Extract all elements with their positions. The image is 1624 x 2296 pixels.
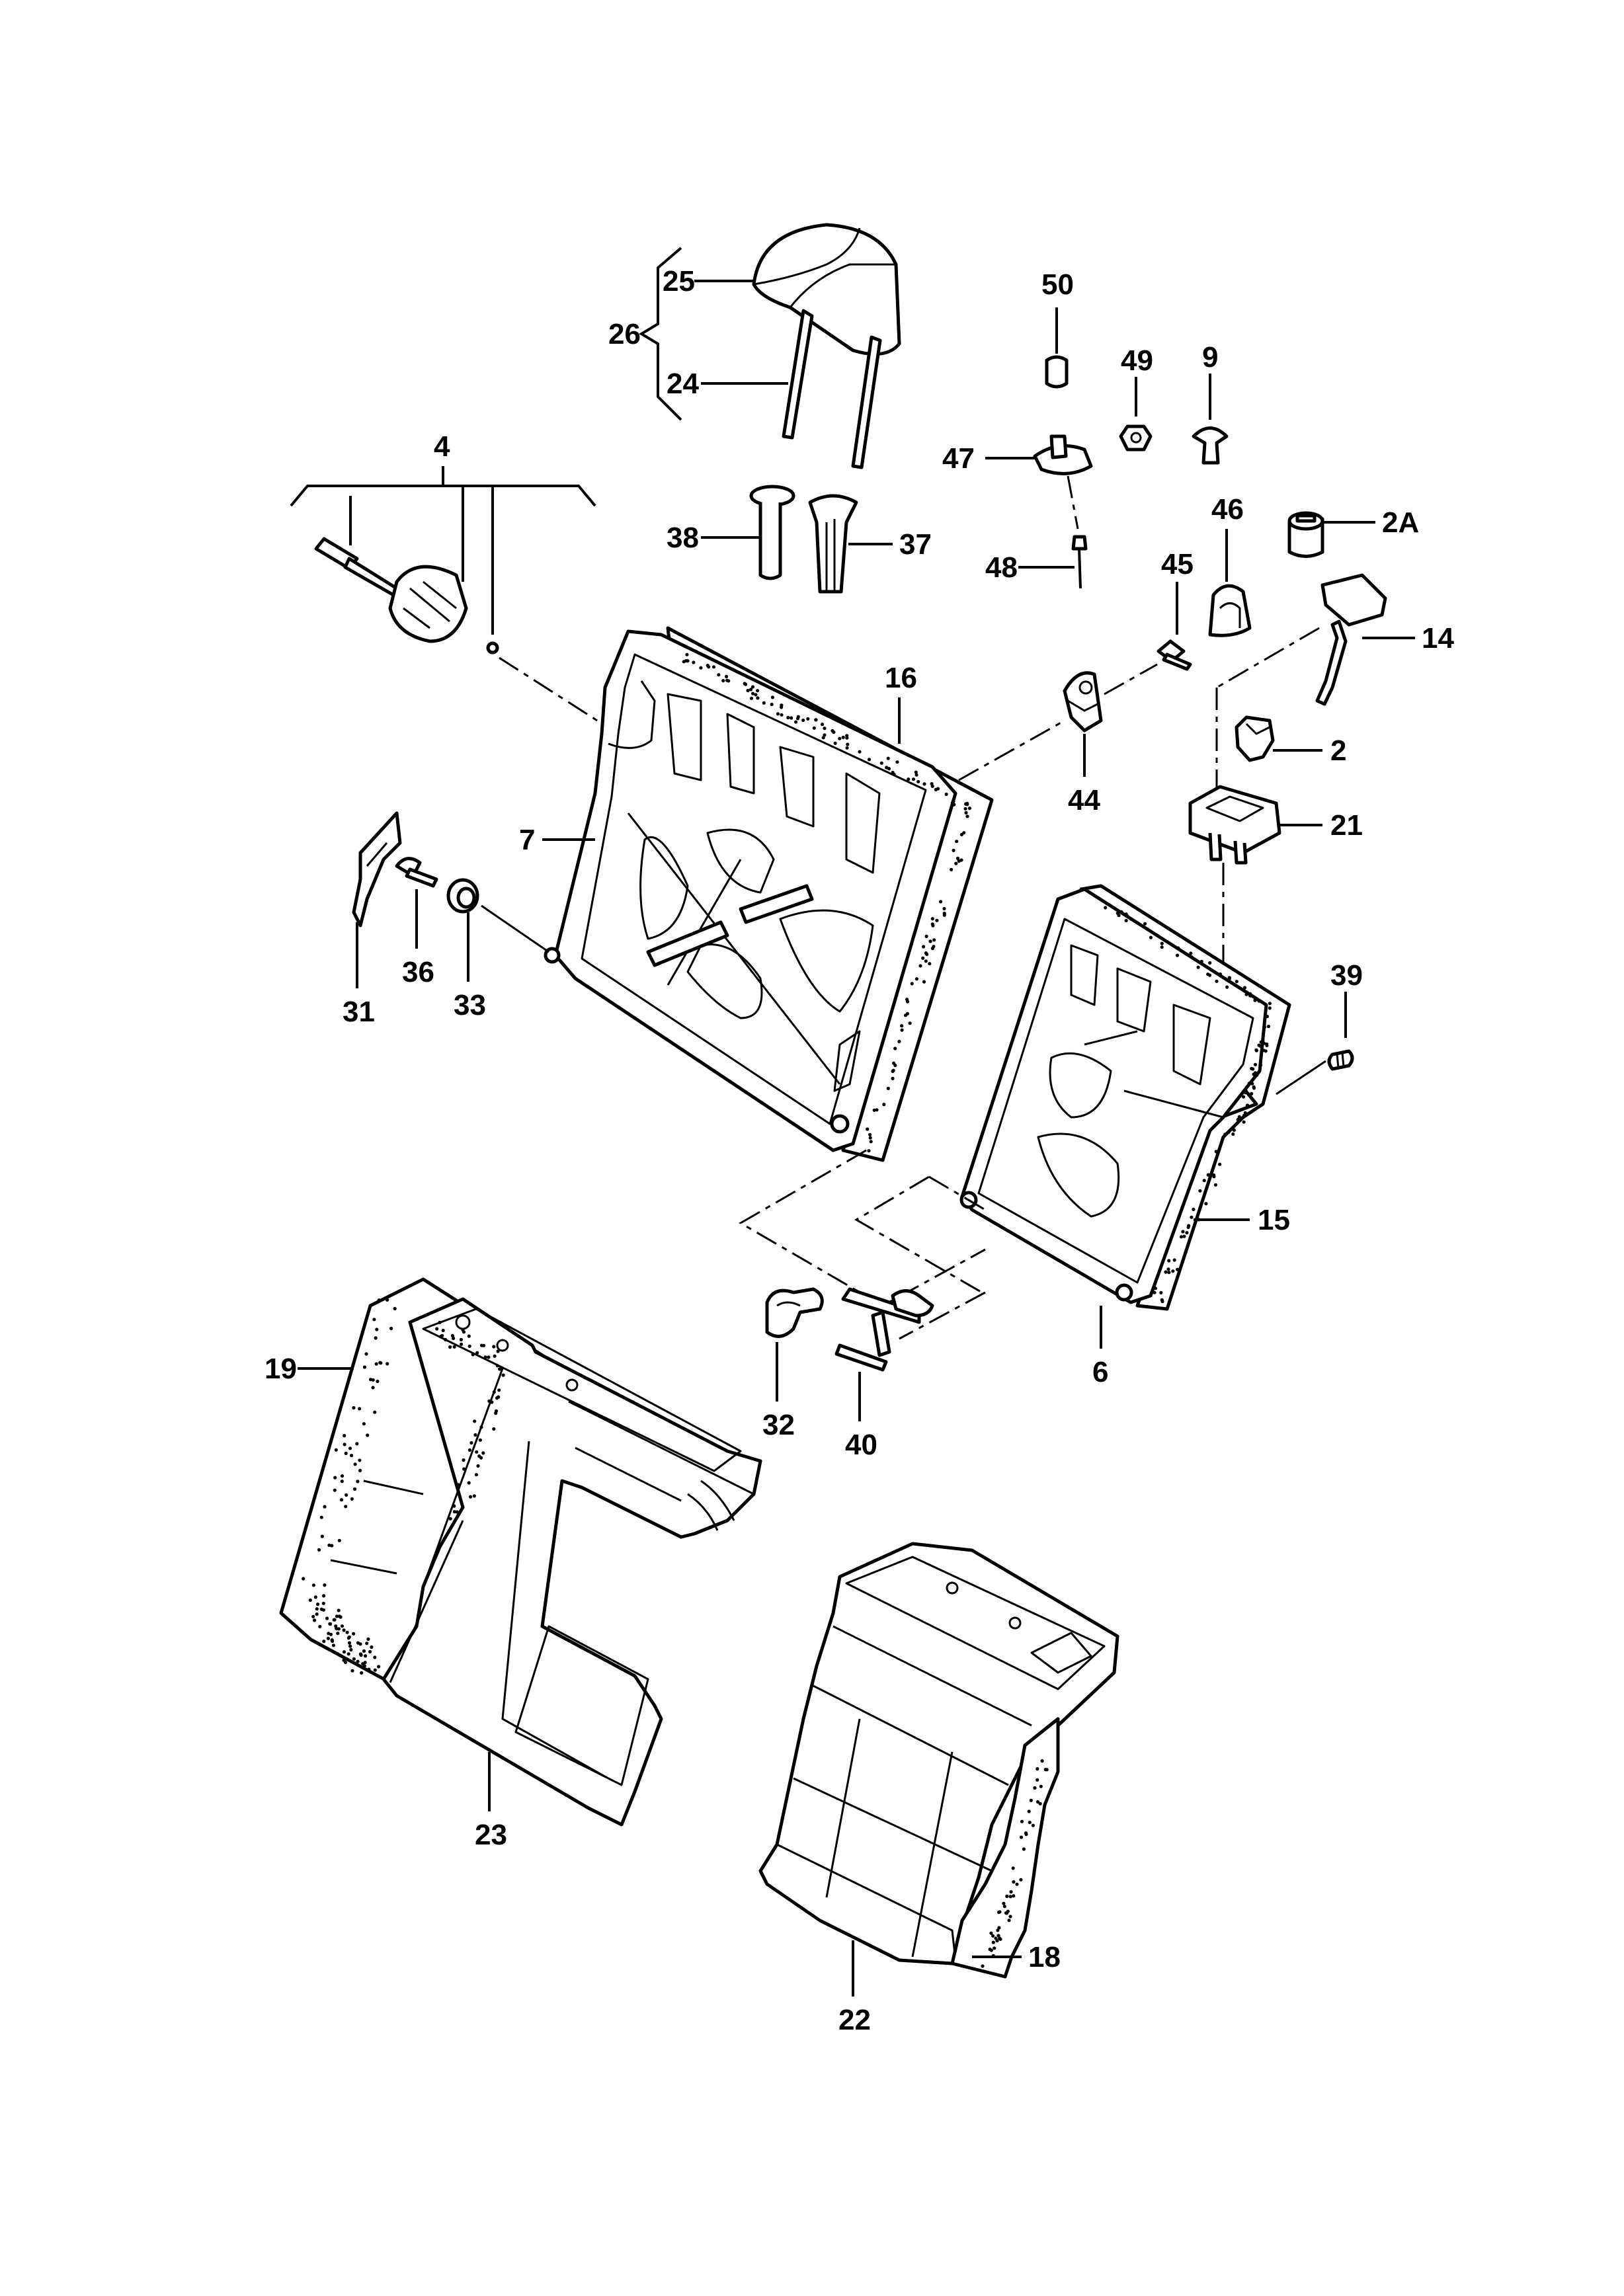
hook-part-32	[765, 1287, 824, 1338]
dash-line-45	[1104, 663, 1158, 695]
label-38: 38	[667, 522, 699, 554]
bearing-part-47	[1033, 434, 1093, 475]
label-47: 47	[942, 442, 975, 475]
latch-rod-part-40	[834, 1287, 934, 1372]
label-40: 40	[845, 1429, 877, 1461]
plate-part-4	[388, 565, 468, 643]
label-49: 49	[1121, 344, 1153, 377]
part-labels: 25 26 24 4 38 37 50 49 9 47 48 46 2A 45 …	[264, 265, 1454, 2036]
release-lever-part-14	[1315, 573, 1387, 706]
clip-part-9	[1192, 426, 1229, 465]
dash-line-40a	[854, 1175, 983, 1294]
cap-part-46	[1208, 584, 1252, 637]
label-50: 50	[1041, 268, 1074, 301]
guide-sleeve-part-37	[808, 494, 858, 594]
label-37: 37	[899, 528, 932, 561]
stud-part-39	[1327, 1049, 1354, 1071]
label-31: 31	[343, 996, 375, 1028]
label-18: 18	[1028, 1941, 1061, 1973]
label-19: 19	[264, 1353, 297, 1385]
bolt-part-4	[314, 537, 399, 597]
label-6: 6	[1092, 1356, 1108, 1388]
label-15: 15	[1258, 1204, 1290, 1236]
label-26: 26	[608, 318, 641, 350]
label-21: 21	[1330, 809, 1363, 842]
label-46: 46	[1211, 493, 1244, 526]
label-36: 36	[402, 956, 434, 988]
bracket-4	[290, 485, 596, 507]
dots-foam-19	[302, 1298, 505, 1675]
backrest-cover-part-22	[758, 1542, 1119, 1979]
label-48: 48	[985, 551, 1018, 584]
label-2: 2	[1330, 734, 1346, 767]
bush-part-50	[1045, 355, 1069, 389]
dash-line-14	[1216, 627, 1320, 689]
dash-line-40c	[899, 1291, 986, 1340]
lock-part-2A	[1287, 511, 1324, 558]
bolt-part-36	[395, 857, 438, 888]
clip-part-4	[486, 641, 499, 654]
nut-part-49	[1119, 424, 1153, 452]
hinge-part-31	[352, 811, 402, 928]
label-32: 32	[762, 1409, 795, 1441]
label-22: 22	[838, 2004, 871, 2036]
line-39	[1276, 1060, 1326, 1095]
label-9: 9	[1202, 341, 1218, 374]
catch-part-2	[1235, 715, 1275, 762]
label-23: 23	[475, 1819, 507, 1851]
label-39: 39	[1330, 959, 1363, 992]
screw-part-45	[1157, 639, 1192, 671]
dash-line-47	[1067, 475, 1079, 530]
label-16: 16	[885, 662, 917, 694]
rivet-part-48	[1071, 535, 1088, 589]
line-33	[481, 904, 549, 953]
label-44: 44	[1068, 784, 1100, 816]
label-24: 24	[667, 368, 699, 400]
dash-line-44	[958, 719, 1065, 781]
bracket-part-44	[1063, 671, 1103, 732]
seat-cushion-part-23	[279, 1277, 762, 1827]
label-14: 14	[1422, 622, 1454, 654]
bracket-26	[639, 247, 682, 421]
label-25: 25	[663, 265, 695, 297]
headrest-part	[752, 223, 901, 469]
bushing-part-33	[446, 878, 479, 914]
label-2A: 2A	[1382, 506, 1419, 539]
label-45: 45	[1161, 548, 1194, 580]
lock-housing-part-21	[1188, 785, 1281, 865]
label-33: 33	[454, 989, 486, 1021]
dots-side-18	[981, 1759, 1049, 1968]
label-7: 7	[519, 824, 535, 856]
backrest-frame-left-part-7	[544, 626, 994, 1162]
dash-line-40b	[928, 1175, 986, 1211]
label-4: 4	[434, 430, 450, 463]
dash-line-32	[739, 1149, 986, 1307]
guide-sleeve-part-38	[749, 485, 795, 580]
dots-pad-16	[682, 653, 971, 1153]
backrest-frame-right-part-6	[959, 884, 1291, 1311]
